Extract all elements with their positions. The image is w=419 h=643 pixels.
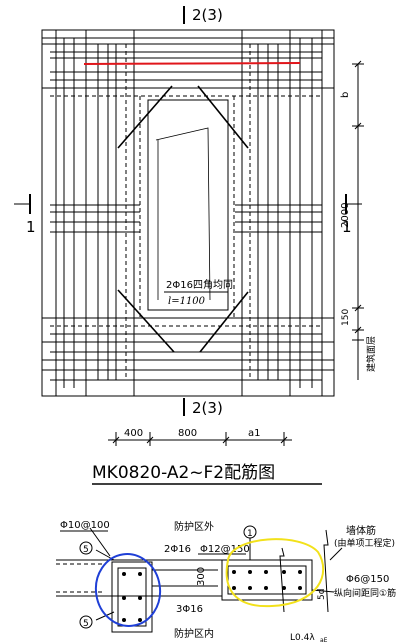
red-reinforcement-bar <box>83 62 301 65</box>
floor-level-label: 建筑面层 <box>365 336 377 372</box>
inside-label: 防护区内 <box>174 627 214 640</box>
dim-2000: 2000 <box>340 203 351 228</box>
bar-3phi16: 3Φ16 <box>176 604 203 615</box>
dim-150: 150 <box>341 309 351 326</box>
dim-400: 400 <box>124 428 143 439</box>
wall-bar-note: (由单项工程定) <box>334 537 395 549</box>
drawing-title: MK0820-A2~F2配筋图 <box>92 463 275 483</box>
dim-a1: a1 <box>248 428 261 439</box>
vertical-spacing-note: 纵向间距同①筋 <box>334 587 396 599</box>
section-left-label: 1 <box>26 218 36 236</box>
left-callout: Φ10@100 <box>60 520 110 531</box>
dim-b: b <box>340 92 351 98</box>
circle-1: 1 <box>247 529 253 539</box>
dim-5d: 5d <box>317 589 327 600</box>
outer-frame <box>41 29 335 397</box>
door-opening <box>147 99 229 311</box>
section-bottom-label: 2(3) <box>192 399 223 417</box>
section-right-label: 1 <box>342 218 352 236</box>
dim-800: 800 <box>178 428 197 439</box>
yellow-circle-mark <box>225 538 325 608</box>
bottom-partial-label: L0.4λ <box>290 633 315 643</box>
circle-5-top: 5 <box>83 545 89 555</box>
bottom-partial-sub: aE <box>320 637 328 643</box>
wall-bar-title: 墙体筋 <box>346 524 376 537</box>
circle-5-bottom: 5 <box>83 619 89 629</box>
blue-circle-mark <box>94 553 162 627</box>
dim-300: 300 <box>196 567 207 586</box>
stirrup-phi12: Φ12@150 <box>200 544 250 555</box>
section-top-label: 2(3) <box>192 6 223 24</box>
corner-note-line2: l=1100 <box>168 296 206 307</box>
outside-label: 防护区外 <box>174 520 214 533</box>
corner-note-line1: 2Φ16四角均同 <box>166 279 233 291</box>
phi6-label: Φ6@150 <box>346 574 389 585</box>
bar-2phi16: 2Φ16 <box>164 544 191 555</box>
